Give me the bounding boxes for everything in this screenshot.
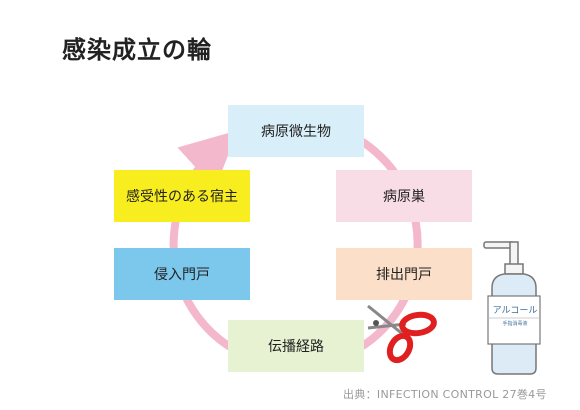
node-transmission: 伝播経路: [228, 320, 364, 372]
page-title: 感染成立の輪: [62, 36, 212, 64]
node-entry: 侵入門戸: [114, 248, 250, 300]
bottle-label: アルコール: [492, 306, 538, 316]
node-pathogen: 病原微生物: [228, 105, 364, 157]
source-citation: 出典：INFECTION CONTROL 27巻4号: [343, 388, 547, 401]
alcohol-bottle-icon: [483, 241, 541, 375]
bottle-sublabel: 手指消毒液: [502, 321, 528, 327]
node-host: 感受性のある宿主: [114, 170, 250, 222]
scissors-icon: [367, 304, 437, 364]
node-reservoir: 病原巣: [336, 170, 472, 222]
node-exit: 排出門戸: [336, 248, 472, 300]
